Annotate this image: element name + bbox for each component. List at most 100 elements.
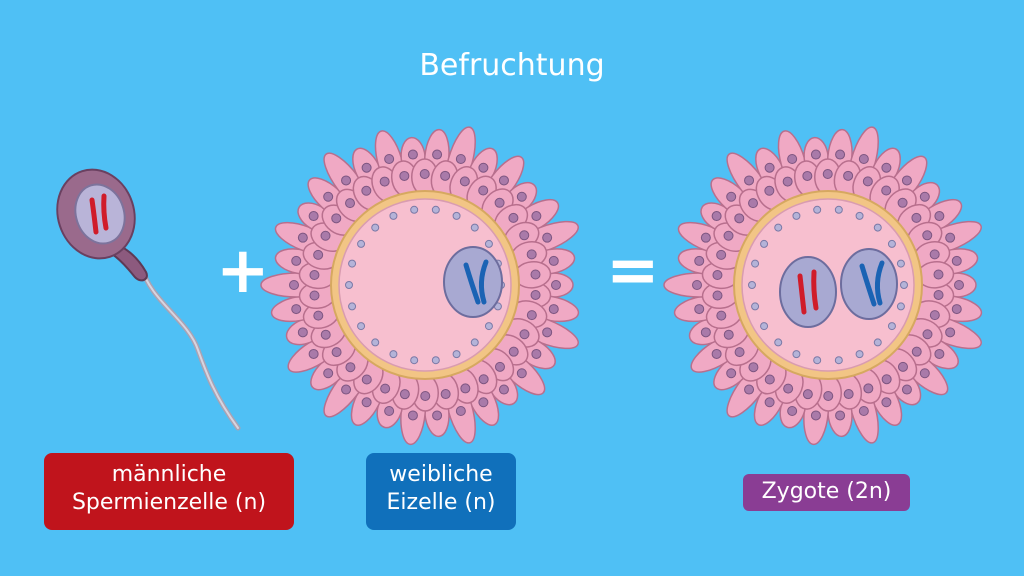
- egg-corona-cell-nucleus: [519, 230, 530, 241]
- sperm-cell: [56, 168, 241, 431]
- zygote-corona-cell-nucleus: [694, 255, 705, 266]
- zygote-corona-cell-nucleus: [881, 374, 892, 385]
- zygote-corona-cell-nucleus: [711, 211, 722, 222]
- egg-corona-cell-nucleus: [519, 329, 530, 340]
- zygote-corona-cell-nucleus: [734, 347, 745, 358]
- egg-corona-cell-nucleus: [331, 213, 342, 224]
- egg-corona-cell-nucleus: [551, 280, 561, 290]
- zygote-corona-cell-nucleus: [901, 384, 912, 395]
- zygote-granule: [834, 205, 843, 214]
- egg-corona-radiata: [260, 126, 580, 446]
- sperm-label-line2: Spermienzelle (n): [71, 490, 267, 515]
- egg-granule: [371, 223, 380, 232]
- sperm-chromosome: [89, 193, 109, 235]
- zygote-granule: [792, 350, 801, 359]
- egg-corona-cell-nucleus: [379, 176, 390, 187]
- egg-corona-cell-nucleus: [432, 410, 443, 421]
- zygote-granule: [896, 302, 905, 311]
- zygote-corona-cell-nucleus: [716, 249, 727, 260]
- zygote-corona-cell-nucleus: [726, 368, 737, 379]
- zygote-granule: [855, 211, 864, 220]
- zygote-corona-cell-nucleus: [782, 176, 793, 187]
- egg-granule: [410, 356, 419, 365]
- zygote-corona-cell-nucleus: [764, 185, 775, 196]
- sperm-midpiece: [110, 244, 148, 282]
- zygote-corona-cell-nucleus: [802, 389, 813, 400]
- egg-corona-cell-nucleus: [420, 390, 431, 401]
- zygote-corona-cell-nucleus: [922, 230, 933, 241]
- zygote-granule: [751, 259, 760, 268]
- zygote-corona-cell-nucleus: [843, 170, 854, 181]
- egg-nucleus: [443, 246, 503, 318]
- zygote-corona-cell-nucleus: [843, 389, 854, 400]
- zygote-corona-cell-nucleus: [954, 280, 964, 290]
- egg-corona-cell-nucleus: [308, 211, 319, 222]
- zygote-corona-cell-nucleus: [822, 169, 833, 180]
- zygote-corona-cell-nucleus: [726, 191, 737, 202]
- egg-chromosome: [463, 259, 489, 305]
- diagram-title: Befruchtung: [419, 48, 605, 83]
- egg-corona-cell-nucleus: [361, 185, 372, 196]
- egg-corona-cell-nucleus: [361, 397, 372, 408]
- zygote-corona-cell-nucleus: [929, 310, 940, 321]
- zygote-granule: [900, 281, 908, 289]
- egg-corona-cell-nucleus: [399, 389, 410, 400]
- zygote-corona-cell-nucleus: [764, 162, 775, 173]
- egg-corona-cell-nucleus: [516, 368, 527, 379]
- zygote-corona-cell-nucleus: [744, 175, 755, 186]
- egg-corona-cell-nucleus: [478, 185, 489, 196]
- zygote-corona-cell-nucleus: [881, 162, 892, 173]
- sperm-label-line1: männliche: [111, 462, 227, 487]
- zygote-corona-cell-nucleus: [734, 213, 745, 224]
- zygote-corona-cell-nucleus: [823, 390, 834, 401]
- equals-sign: =: [606, 234, 660, 308]
- egg-corona-cell-nucleus: [341, 384, 352, 395]
- egg-granule: [357, 322, 366, 331]
- egg-corona-cell-nucleus: [345, 362, 356, 373]
- egg-corona-cell-nucleus: [508, 346, 519, 357]
- zygote-corona-cell-nucleus: [764, 374, 775, 385]
- egg-granule: [470, 223, 479, 232]
- egg-corona-cell-nucleus: [526, 310, 537, 321]
- egg-granule: [452, 211, 461, 220]
- zygote-corona-cell-nucleus: [911, 212, 922, 223]
- egg-corona-cell-nucleus: [440, 389, 451, 400]
- zygote-corona-cell-nucleus: [945, 232, 956, 243]
- egg-corona-cell-nucleus: [380, 383, 391, 394]
- zygote-corona-cell-nucleus: [934, 348, 945, 359]
- zygote-corona-cell-nucleus: [919, 368, 930, 379]
- zygote-corona-cell-nucleus: [951, 255, 962, 266]
- zygote-cortical-granules: [748, 205, 908, 365]
- zygote-corona-cell-nucleus: [951, 304, 962, 315]
- zygote-granule: [834, 356, 843, 365]
- egg-granule: [484, 322, 493, 331]
- egg-corona-cell-nucleus: [498, 384, 509, 395]
- egg-granule: [431, 205, 440, 214]
- egg-corona-cell-nucleus: [361, 162, 372, 173]
- egg-corona-cell-nucleus: [531, 211, 542, 222]
- egg-granule: [389, 211, 398, 220]
- egg-corona-cell-nucleus: [455, 154, 466, 165]
- egg-corona-cell-nucleus: [291, 255, 302, 266]
- egg-corona-cell-nucleus: [460, 383, 471, 394]
- zygote-corona-cell-nucleus: [712, 270, 723, 281]
- zygote-corona-cell-nucleus: [723, 230, 734, 241]
- sperm-nucleus: [74, 183, 126, 245]
- zygote-granule: [873, 223, 882, 232]
- egg-corona-cell-nucleus: [313, 249, 324, 260]
- zygote-corona-cell-nucleus: [901, 175, 912, 186]
- zygote-corona-cell-nucleus: [835, 149, 846, 160]
- zygote-corona-cell-nucleus: [723, 329, 734, 340]
- plus-sign: +: [216, 234, 270, 308]
- egg-corona-cell-nucleus: [498, 175, 509, 186]
- zygote-granule: [774, 338, 783, 347]
- egg-corona-cell-nucleus: [542, 327, 553, 338]
- zygote-corona-cell-nucleus: [863, 383, 874, 394]
- egg-corona-cell-nucleus: [361, 374, 372, 385]
- egg-granule: [348, 302, 357, 311]
- egg-granule: [431, 356, 440, 365]
- zygote-corona-cell-nucleus: [897, 361, 908, 372]
- egg-corona-cell-nucleus: [455, 405, 466, 416]
- egg-corona-cell-nucleus: [407, 410, 418, 421]
- egg-corona-cell-nucleus: [291, 304, 302, 315]
